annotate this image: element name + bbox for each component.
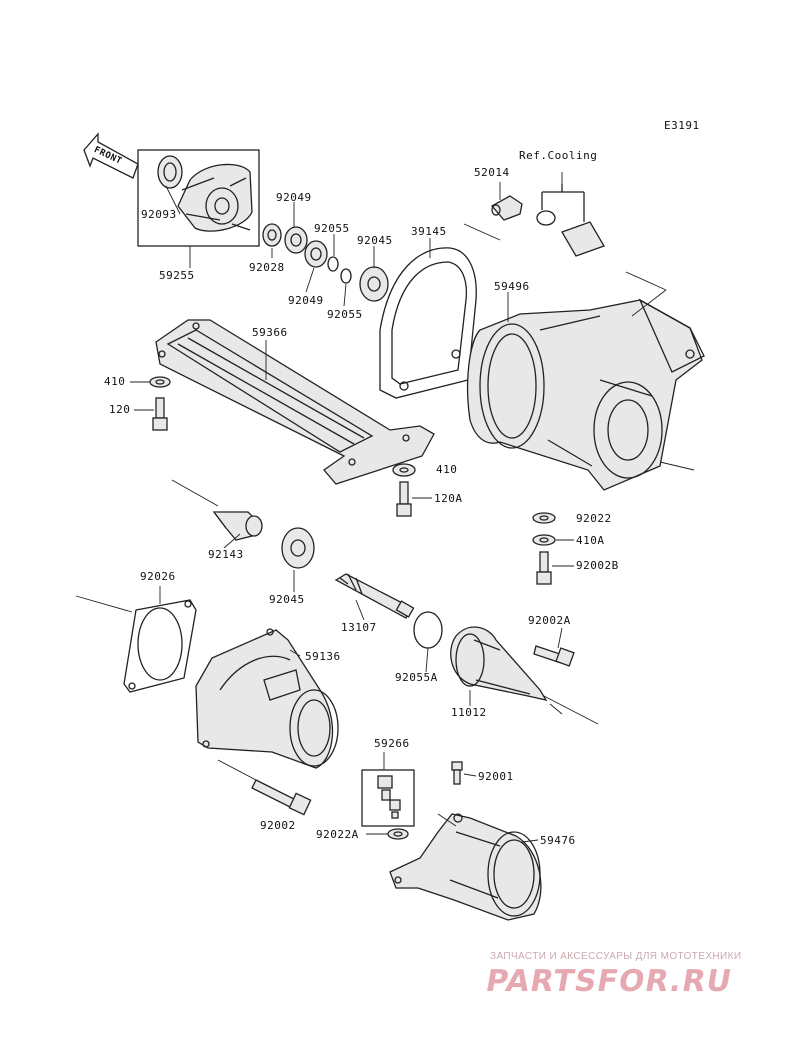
- part-label-59255[interactable]: 59255: [159, 269, 195, 282]
- part-label-92045-b[interactable]: 92045: [269, 593, 305, 606]
- part-label-92022[interactable]: 92022: [576, 512, 612, 525]
- bolt-92002[interactable]: [217, 759, 312, 816]
- part-label-92002B[interactable]: 92002B: [576, 559, 619, 572]
- part-label-59366[interactable]: 59366: [252, 326, 288, 339]
- part-label-410A[interactable]: 410A: [576, 534, 605, 547]
- part-label-92022A[interactable]: 92022A: [316, 828, 359, 841]
- bolt-120[interactable]: [152, 397, 168, 431]
- part-label-92001[interactable]: 92001: [478, 770, 514, 783]
- bearing-92045-a[interactable]: [359, 266, 389, 302]
- screw-92001[interactable]: [451, 761, 463, 785]
- part-label-92049-a[interactable]: 92049: [276, 191, 312, 204]
- sleeve-92143[interactable]: [171, 479, 263, 541]
- part-label-120[interactable]: 120: [109, 403, 131, 416]
- part-label-92028[interactable]: 92028: [249, 261, 285, 274]
- nozzle-59476[interactable]: [389, 813, 542, 921]
- o-ring-92055A[interactable]: [413, 611, 443, 649]
- watermark-logo: PARTSFOR.RU: [482, 964, 735, 999]
- shaft-13107[interactable]: [334, 573, 415, 619]
- washer-410-b[interactable]: [392, 463, 416, 477]
- ref-cooling-label[interactable]: Ref.Cooling: [519, 149, 598, 162]
- part-label-120A[interactable]: 120A: [434, 492, 463, 505]
- washer-92022[interactable]: [532, 512, 556, 524]
- impeller-assembly[interactable]: [137, 149, 260, 247]
- diagram-code: E3191: [664, 119, 700, 132]
- part-label-410-b[interactable]: 410: [436, 463, 458, 476]
- washer-92049-a[interactable]: [284, 226, 308, 254]
- sleeve-92028[interactable]: [262, 223, 282, 247]
- o-ring-92055-b[interactable]: [340, 268, 352, 284]
- part-label-92055A[interactable]: 92055A: [395, 671, 438, 684]
- part-label-92002A[interactable]: 92002A: [528, 614, 571, 627]
- front-arrow-icon: [83, 132, 139, 179]
- part-label-92049-b[interactable]: 92049: [288, 294, 324, 307]
- gasket-92026[interactable]: [75, 595, 197, 693]
- washer-92022A[interactable]: [387, 828, 409, 840]
- o-ring-92055-a[interactable]: [327, 256, 339, 272]
- washer-410-a[interactable]: [149, 376, 171, 388]
- leader-lines: [130, 185, 574, 843]
- bolt-92002B[interactable]: [536, 551, 552, 585]
- part-label-92143[interactable]: 92143: [208, 548, 244, 561]
- part-label-92055-b[interactable]: 92055: [327, 308, 363, 321]
- part-label-92026[interactable]: 92026: [140, 570, 176, 583]
- fitting-kit-59266[interactable]: [361, 769, 415, 827]
- housing-59136[interactable]: [195, 628, 339, 769]
- part-label-59266[interactable]: 59266: [374, 737, 410, 750]
- gasket-39145[interactable]: [379, 247, 477, 399]
- bearing-92045-b[interactable]: [281, 527, 315, 569]
- fitting-52014[interactable]: [490, 195, 523, 221]
- part-label-92002[interactable]: 92002: [260, 819, 296, 832]
- part-label-59496[interactable]: 59496: [494, 280, 530, 293]
- part-label-92045-a[interactable]: 92045: [357, 234, 393, 247]
- part-label-59476[interactable]: 59476: [540, 834, 576, 847]
- bolt-120A[interactable]: [396, 481, 412, 517]
- part-label-410-a[interactable]: 410: [104, 375, 126, 388]
- pump-housing-59496[interactable]: [466, 271, 705, 491]
- washer-410A[interactable]: [532, 534, 556, 546]
- watermark-tagline: ЗАПЧАСТИ И АКСЕССУАРЫ ДЛЯ МОТОТЕХНИКИ: [490, 951, 742, 962]
- part-label-13107[interactable]: 13107: [341, 621, 377, 634]
- washer-92049-b[interactable]: [304, 240, 328, 268]
- part-label-39145[interactable]: 39145: [411, 225, 447, 238]
- bolt-92002A[interactable]: [533, 645, 575, 667]
- cooling-hose: [536, 172, 605, 257]
- part-label-92055-a[interactable]: 92055: [314, 222, 350, 235]
- plate-59366[interactable]: [155, 319, 435, 485]
- part-label-92093[interactable]: 92093: [141, 208, 177, 221]
- cone-11012[interactable]: [450, 626, 599, 725]
- part-label-52014[interactable]: 52014: [474, 166, 510, 179]
- part-label-11012[interactable]: 11012: [451, 706, 487, 719]
- part-label-59136[interactable]: 59136: [305, 650, 341, 663]
